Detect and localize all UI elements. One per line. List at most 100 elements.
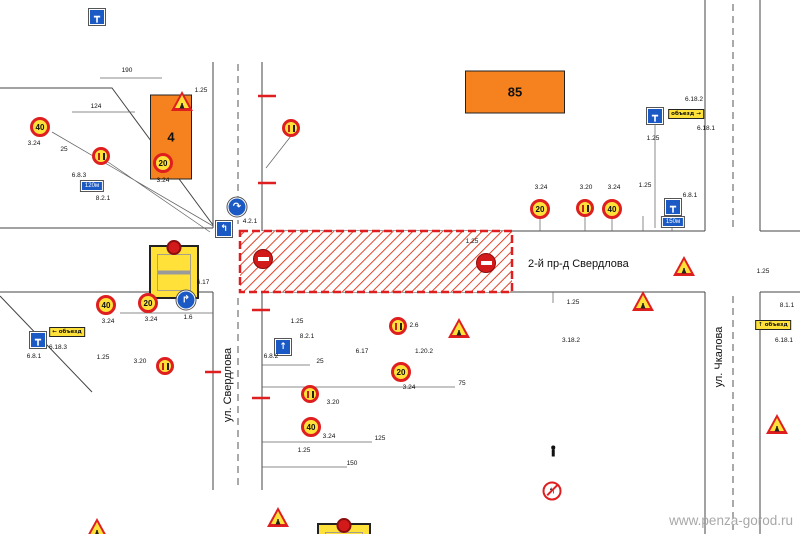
pedestrian-figure (549, 446, 557, 457)
distance-plate: 120м (79, 180, 105, 192)
sign-code-label: 6.18.1 (774, 336, 794, 344)
sign-code-label: 3.24 (27, 139, 41, 147)
sign-code-label: 8.2.1 (95, 194, 111, 202)
sign-code-label: 1.25 (756, 267, 770, 275)
oncoming-priority-sign (92, 147, 110, 165)
sign-code-label: 6.8.3 (71, 171, 87, 179)
sign-code-label: 1.20.2 (414, 347, 434, 355)
sign-code-label: 3.24 (156, 176, 170, 184)
sign-glyph (179, 102, 185, 109)
detour-direction-plate: объезд → (668, 109, 704, 119)
sign-glyph: объезд → (671, 111, 701, 117)
work-zone-hatched (238, 229, 514, 294)
sign-code-label: 6.8.2 (263, 352, 279, 360)
road-works-sign (448, 318, 470, 338)
road-works-sign (673, 256, 695, 276)
direction-sign: ↑ (274, 338, 292, 356)
sign-code-label: 25 (316, 357, 324, 365)
oncoming-priority-sign (282, 119, 300, 137)
road-works-sign (766, 414, 788, 434)
sign-glyph: ↱ (181, 294, 191, 306)
sign-code-label: 1.25 (194, 86, 208, 94)
sign-glyph: ↑ (279, 342, 287, 352)
sign-code-label: 1.6 (183, 313, 193, 321)
distance-plate: 150м (660, 216, 686, 228)
sign-glyph: ↑ объезд (758, 322, 788, 328)
sign-code-label: 8.2.1 (299, 332, 315, 340)
no-overtaking-sign (156, 357, 174, 375)
direction-sign: ↰ (215, 220, 233, 238)
speed-limit-20-sign: 20 (153, 153, 173, 173)
sign-glyph: 85 (507, 84, 523, 100)
sign-code-label: 6.18.2 (684, 95, 704, 103)
sign-code-label: 3.24 (534, 183, 548, 191)
sign-code-label: 2.6 (409, 321, 419, 329)
sign-glyph (94, 529, 100, 534)
sign-glyph: 20 (143, 298, 153, 308)
sign-glyph: ┳ (34, 334, 42, 346)
sign-glyph (275, 518, 281, 525)
detour-direction-plate: ← объезд (49, 327, 85, 337)
sign-code-label: 6.18.3 (48, 343, 68, 351)
barrier-ticks (205, 94, 276, 400)
sign-code-label: 3.24 (101, 317, 115, 325)
sign-glyph (774, 425, 780, 432)
sign-code-label: 6.18.1 (696, 124, 716, 132)
road-works-sign (267, 507, 289, 527)
speed-limit-20-sign: 20 (530, 199, 550, 219)
building-85: 85 (465, 70, 565, 114)
leader-lines (51, 77, 673, 468)
oncoming-priority-sign (389, 317, 407, 335)
sign-code-label: 3.20 (133, 357, 147, 365)
detour-direction-plate: ↑ объезд (755, 320, 791, 330)
no-overtaking-sign (301, 385, 319, 403)
sign-code-label: 190 (121, 66, 133, 74)
sign-code-label: 124 (90, 102, 102, 110)
sign-glyph (681, 267, 687, 274)
obstacle-detour-sign: ↷ (226, 196, 248, 218)
sign-glyph: ┳ (93, 11, 101, 23)
sign-glyph: ┳ (651, 110, 659, 122)
sign-code-label: 3.24 (144, 315, 158, 323)
sign-code-label: 3.24 (607, 183, 621, 191)
no-overtaking-sign (576, 199, 594, 217)
detour-scheme-board (149, 245, 199, 299)
sign-code-label: 3.24 (322, 432, 336, 440)
sign-glyph: 20 (535, 204, 545, 214)
speed-limit-40-sign: 40 (96, 295, 116, 315)
speed-limit-40-sign: 40 (602, 199, 622, 219)
sign-code-label: 6.17 (355, 347, 369, 355)
watermark: www.penza-gorod.ru (669, 513, 793, 528)
direction-sign: ↱ (175, 289, 197, 311)
dead-end-sign: ┳ (29, 331, 47, 349)
sign-code-label: 4.2.1 (242, 217, 258, 225)
sign-glyph: 40 (101, 300, 111, 310)
sign-glyph (456, 329, 462, 336)
sign-code-label: 3.18.2 (561, 336, 581, 344)
sign-code-label: 1.25 (638, 181, 652, 189)
sign-glyph: ┳ (669, 201, 677, 213)
sign-code-label: 6.8.1 (682, 191, 698, 199)
sign-glyph: 20 (158, 158, 168, 168)
sign-glyph: ← объезд (52, 329, 82, 335)
sign-glyph: 20 (396, 367, 406, 377)
dead-end-sign: ┳ (88, 8, 106, 26)
sign-code-label: 8.1.1 (779, 301, 795, 309)
street-label-passage: 2-й пр-д Свердлова (528, 258, 629, 270)
road-works-sign (632, 291, 654, 311)
speed-limit-40-sign: 40 (30, 117, 50, 137)
sign-glyph: 120м (84, 183, 100, 189)
road-works-sign (86, 518, 108, 534)
sign-glyph: 150м (665, 219, 681, 225)
sign-code-label: 3.20 (579, 183, 593, 191)
no-left-turn-sign: ↰ (542, 481, 562, 501)
dead-end-sign: ┳ (646, 107, 664, 125)
sign-code-label: 1.25 (465, 237, 479, 245)
sign-glyph: ↷ (232, 201, 242, 213)
sign-glyph: 4 (167, 129, 175, 145)
sign-code-label: 1.25 (297, 446, 311, 454)
dead-end-sign: ┳ (664, 198, 682, 216)
sign-glyph: 40 (306, 422, 316, 432)
